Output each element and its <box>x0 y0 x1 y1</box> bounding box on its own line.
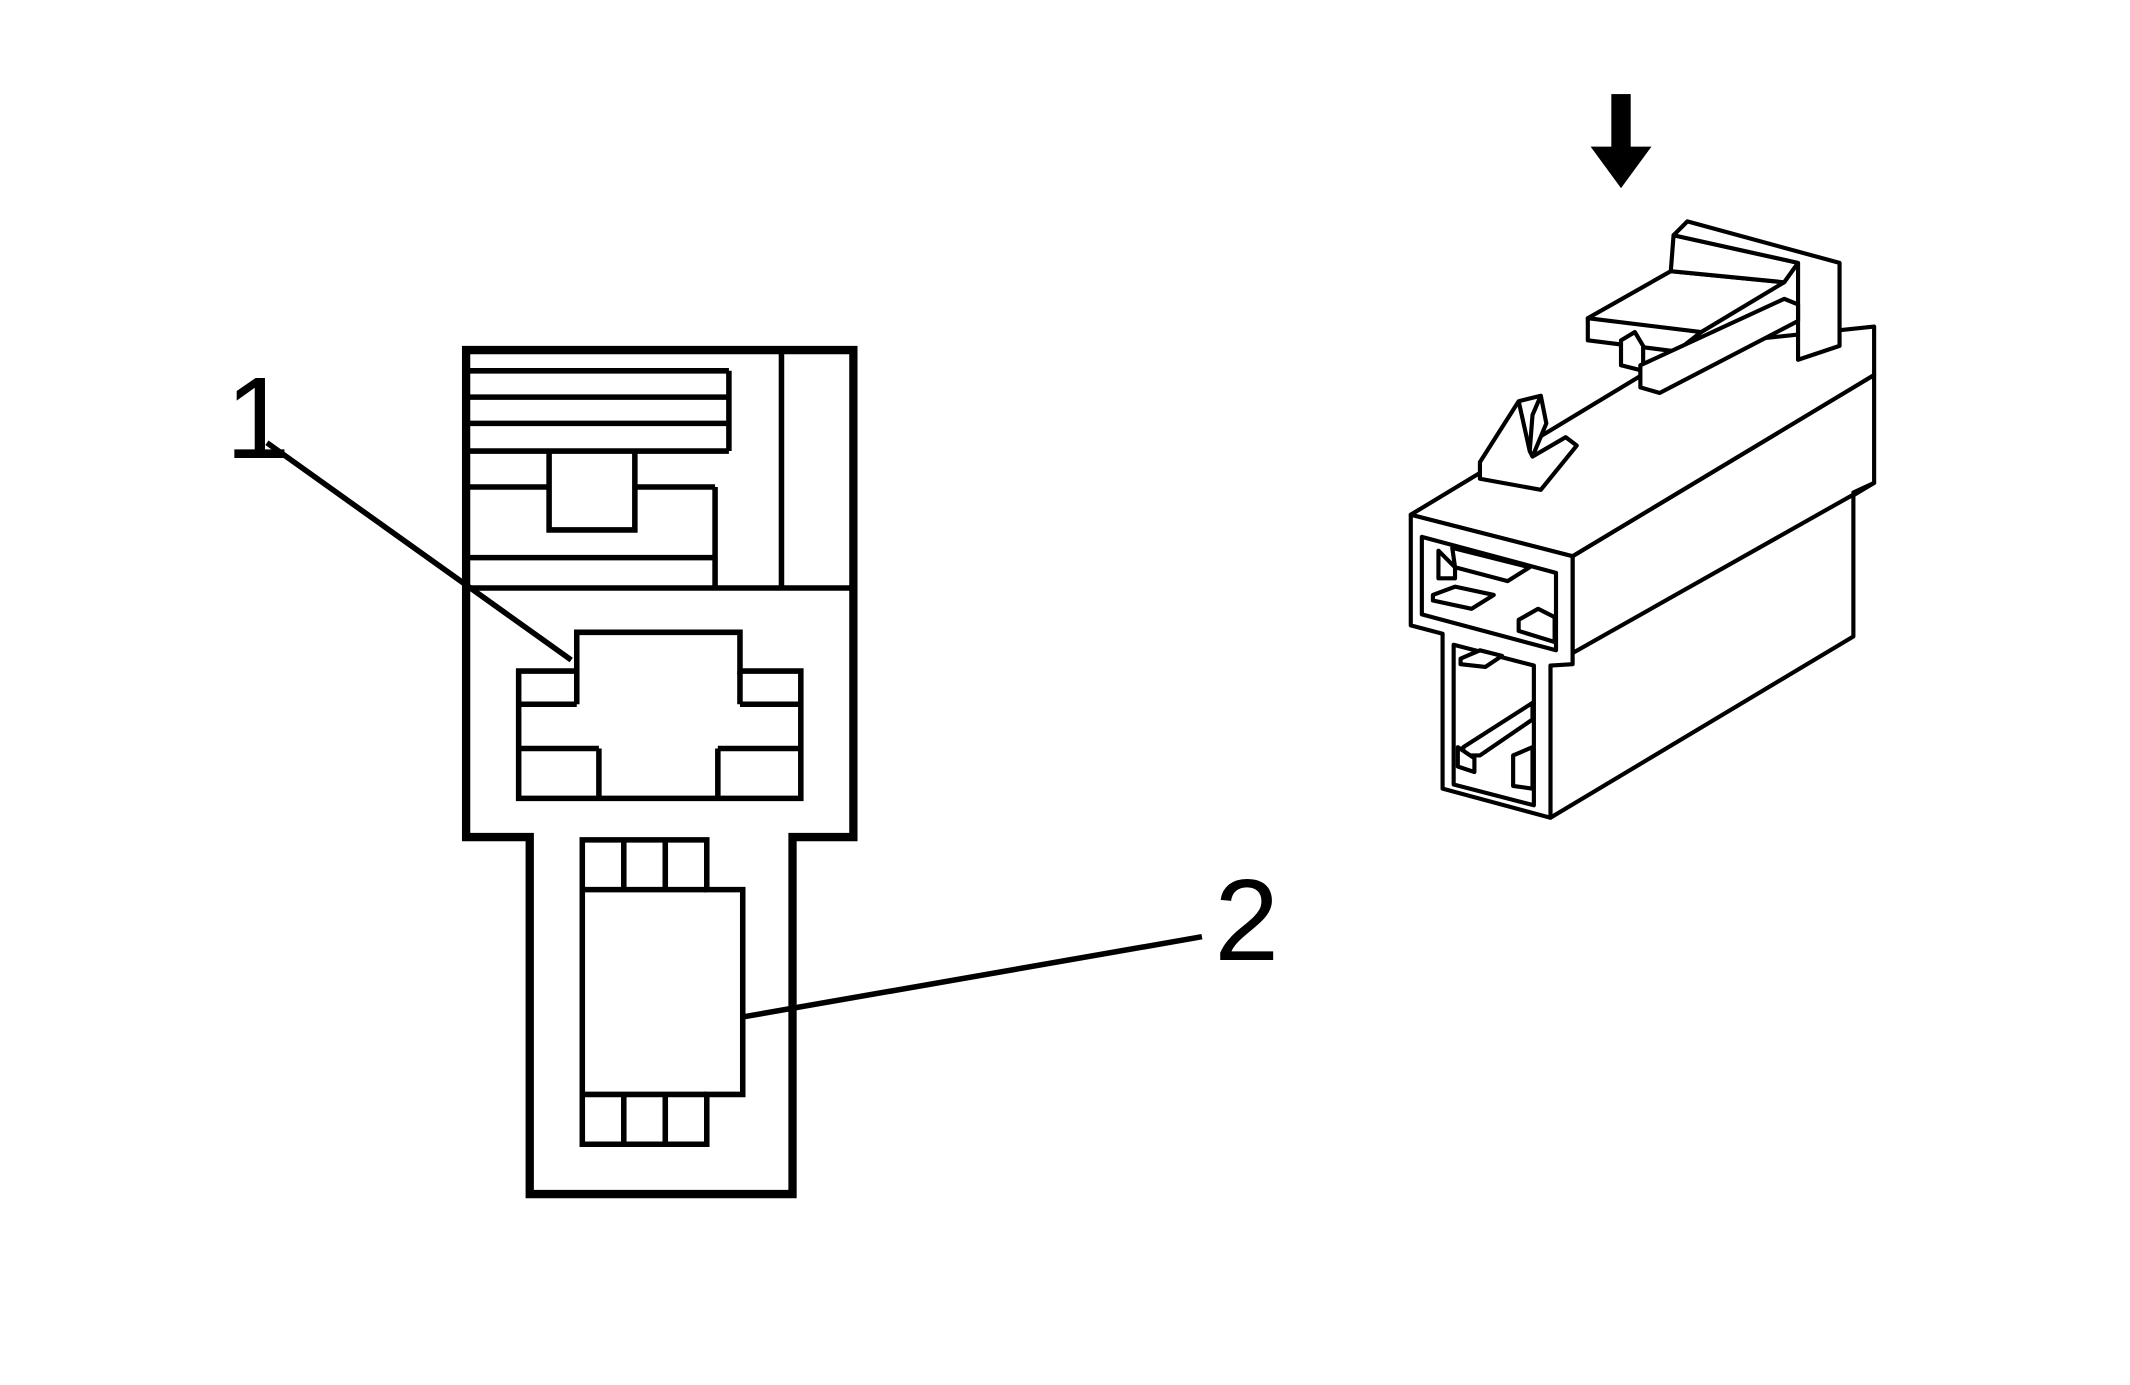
down-arrow-icon <box>1590 94 1652 189</box>
housing-outline <box>461 345 858 1199</box>
terminal-cavity-2 <box>579 837 746 1148</box>
terminal-cavity-1 <box>515 629 804 802</box>
connector-isometric-view <box>1408 219 1877 820</box>
connector-face-view <box>265 345 1203 1199</box>
callout-label-2: 2 <box>1214 855 1279 985</box>
leader-line-2 <box>742 933 1203 1020</box>
leader-line-1 <box>265 440 573 663</box>
latch-rails <box>466 368 732 589</box>
latch-tab <box>546 451 638 533</box>
callout-label-1: 1 <box>225 353 290 483</box>
